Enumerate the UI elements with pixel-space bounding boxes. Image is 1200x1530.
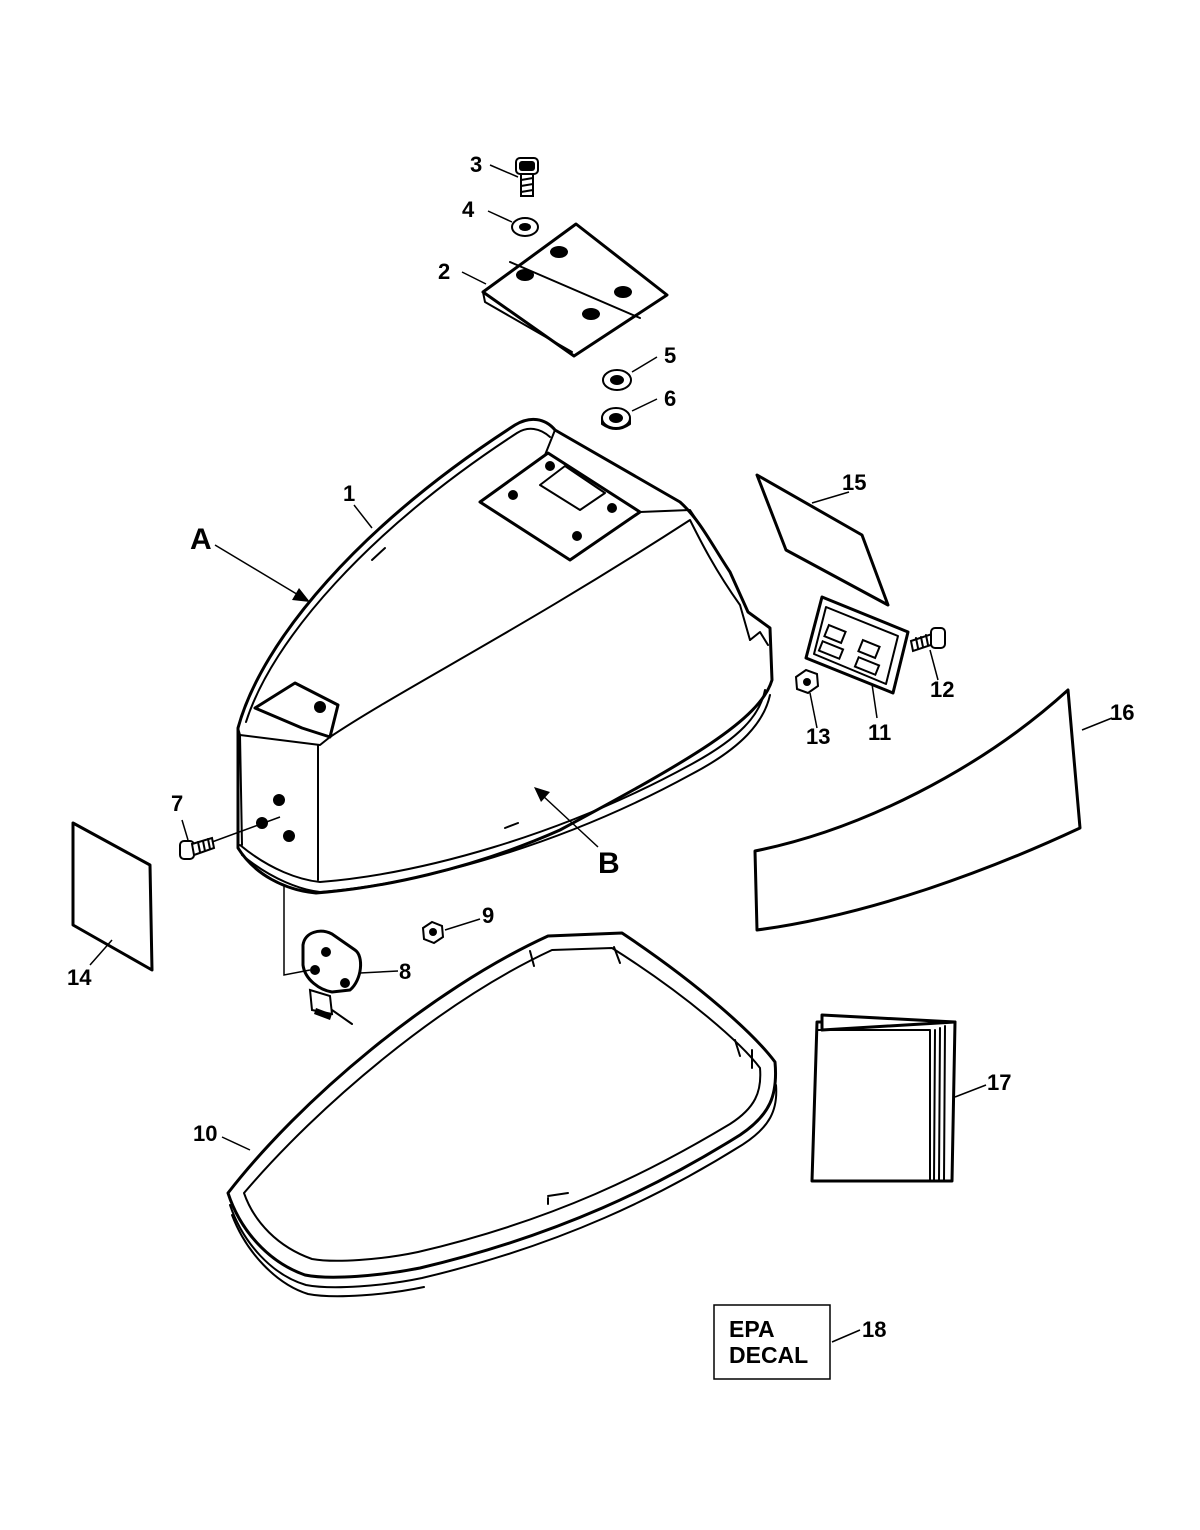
part-8-latch	[301, 929, 363, 1025]
callout-labels: 3 4 2 5 6 1 15 12 13 11 16 7 9 8 14 10 1…	[67, 152, 1134, 1342]
callout-3: 3	[470, 152, 482, 177]
part-4-washer	[511, 217, 539, 237]
callout-1: 1	[343, 481, 355, 506]
part-5-bushing	[602, 369, 632, 391]
callout-7: 7	[171, 791, 183, 816]
epa-decal-line2: DECAL	[729, 1342, 808, 1368]
part-15-decal	[755, 473, 890, 607]
callout-13: 13	[806, 724, 830, 749]
part-9-nut	[421, 920, 445, 945]
part-7-screw	[179, 836, 216, 860]
callout-18: 18	[862, 1317, 886, 1342]
part-11-label-plate	[804, 595, 910, 695]
part-2-top-pad	[481, 222, 669, 358]
part-10-seal	[226, 931, 778, 1298]
view-arrow-b	[534, 787, 599, 848]
callout-4: 4	[462, 197, 475, 222]
part-12-screw	[909, 627, 946, 653]
callout-2: 2	[438, 259, 450, 284]
view-label-a: A	[190, 523, 212, 556]
callout-8: 8	[399, 959, 411, 984]
epa-decal-line1: EPA	[729, 1316, 775, 1342]
callout-16: 16	[1110, 700, 1134, 725]
part-1-motor-cover	[236, 417, 774, 895]
callout-14: 14	[67, 965, 92, 990]
leader-lines	[89, 164, 1113, 1343]
part-17-booklet	[810, 1013, 957, 1183]
part-18-epa-decal: EPA DECAL	[713, 1304, 831, 1380]
part-14-decal	[71, 821, 154, 972]
callout-15: 15	[842, 470, 866, 495]
part-16-decal-strip	[753, 688, 1082, 932]
callout-11: 11	[868, 720, 891, 745]
part-6-nut	[601, 407, 631, 430]
callout-17: 17	[987, 1070, 1011, 1095]
callout-6: 6	[664, 386, 676, 411]
callout-5: 5	[664, 343, 676, 368]
view-arrow-a	[214, 544, 310, 602]
callout-12: 12	[930, 677, 954, 702]
part-3-screw	[515, 157, 539, 197]
view-label-b: B	[598, 847, 620, 880]
callout-10: 10	[193, 1121, 217, 1146]
part-13-nut	[794, 668, 820, 695]
callout-9: 9	[482, 903, 494, 928]
